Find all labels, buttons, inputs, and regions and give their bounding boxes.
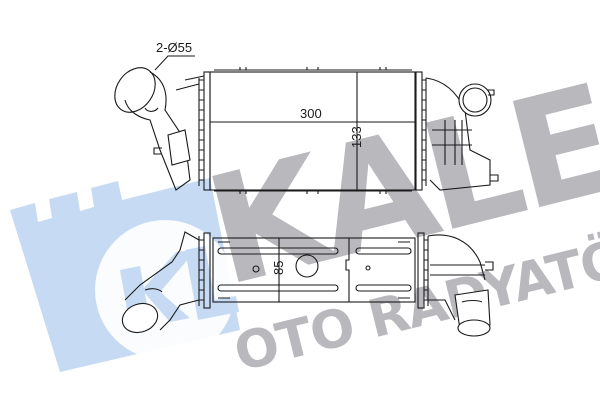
- outlet-pipe-right-lower: [427, 234, 494, 337]
- dimension-diameter-label: 2-Ø55: [156, 40, 192, 55]
- dimension-height-label: 133: [349, 126, 364, 148]
- outlet-pipe-right: [425, 77, 499, 191]
- diameter-leader: [154, 55, 195, 71]
- tank-fins-right: [422, 78, 427, 186]
- inlet-pipe-left-lower: [121, 231, 200, 334]
- dimension-depth-label: 85: [271, 261, 286, 275]
- intercooler-bottom-view: [121, 231, 494, 337]
- inlet-pipe-left: [114, 67, 205, 191]
- tank-fins-left: [198, 78, 204, 186]
- intercooler-top-view: [114, 67, 499, 194]
- dimension-width-label: 300: [300, 106, 322, 121]
